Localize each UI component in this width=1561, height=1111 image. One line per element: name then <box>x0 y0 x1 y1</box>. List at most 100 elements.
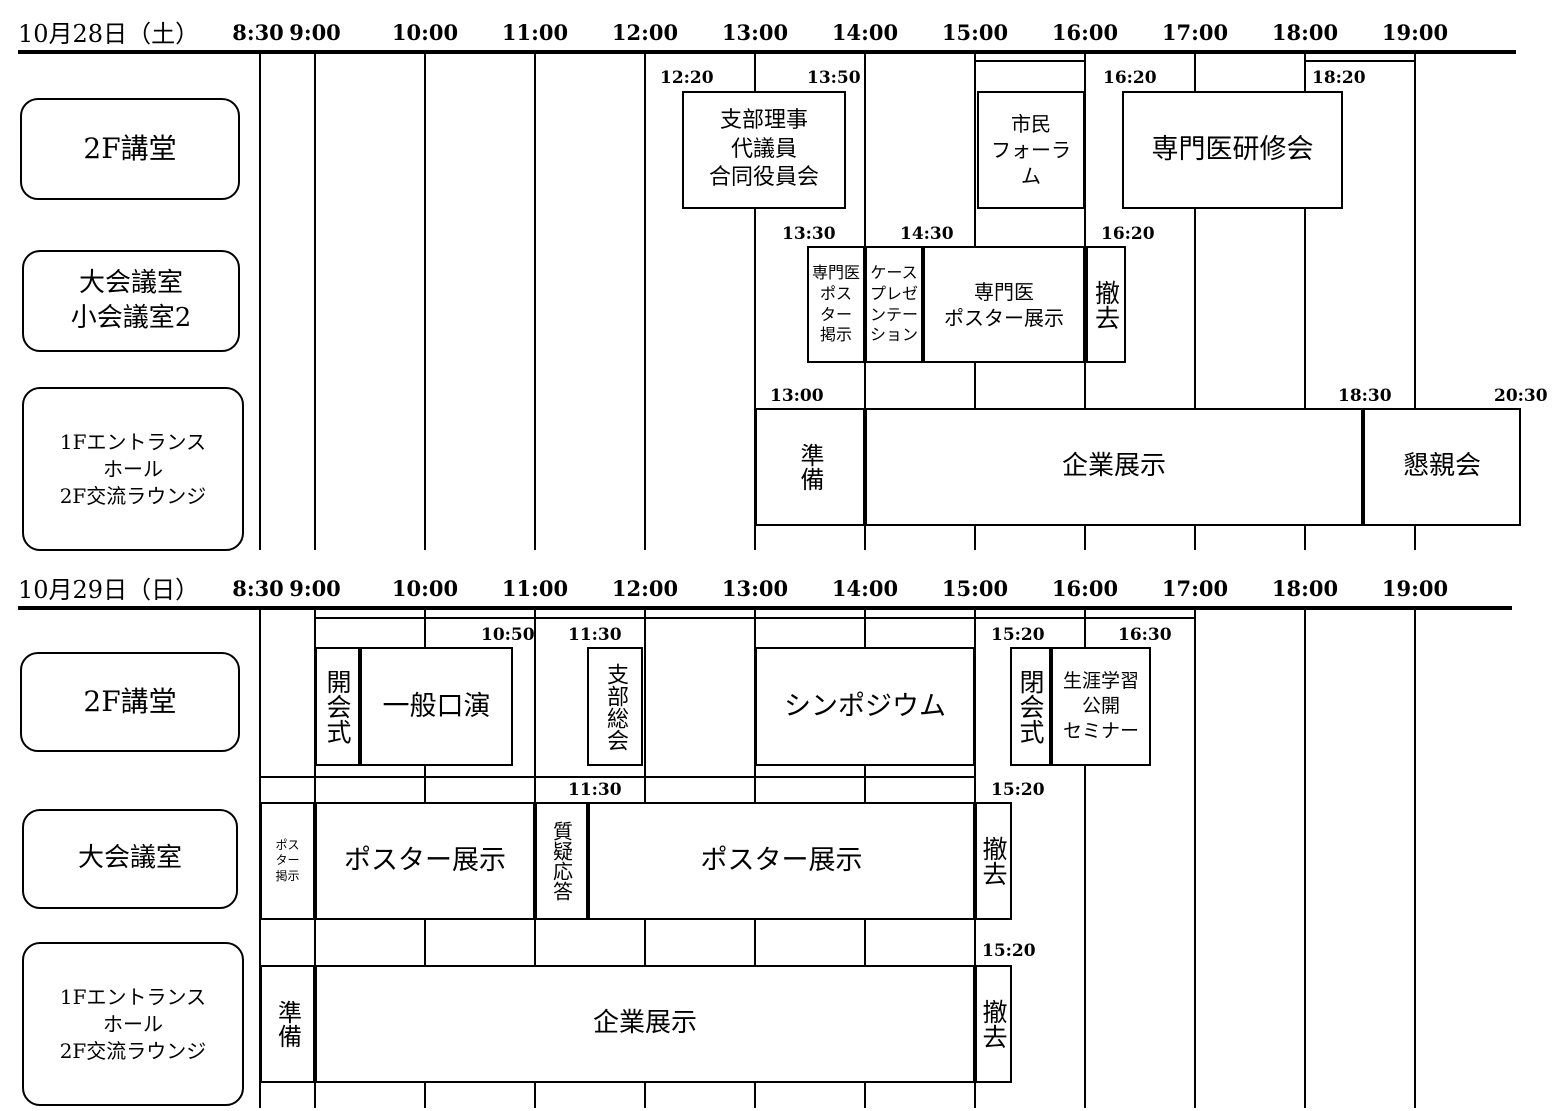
hour-gridline <box>1304 52 1306 550</box>
hour-tick-label: 19:00 <box>1381 576 1449 601</box>
hour-tick-label: 14:00 <box>831 576 899 601</box>
room-label-box: 大会議室 小会議室2 <box>22 250 240 352</box>
event-block: ポス ター 掲示 <box>260 802 315 920</box>
event-label: 市民 フォーラ ム <box>991 112 1071 188</box>
day-date-header: 10月28日（土） <box>18 20 200 48</box>
hour-gridline <box>1194 608 1196 1108</box>
room-name: 2F講堂 <box>83 132 177 166</box>
event-label: 準備 <box>273 1000 302 1048</box>
event-time-label: 11:30 <box>568 780 622 800</box>
event-block: ケース プレゼ ンテー ション <box>865 246 923 363</box>
event-block: 支部理事 代議員 合同役員会 <box>682 91 846 209</box>
event-block: 懇親会 <box>1363 408 1521 526</box>
event-time-label: 11:30 <box>568 625 622 645</box>
hour-gridline <box>259 52 261 550</box>
hour-tick-label: 19:00 <box>1381 20 1449 45</box>
event-label: シンポジウム <box>784 690 946 722</box>
event-block: 専門医 ポスター展示 <box>923 246 1085 363</box>
event-block: 撤去 <box>1086 246 1126 363</box>
event-time-label: 15:20 <box>991 625 1045 645</box>
grid-segment-line <box>1305 60 1415 62</box>
event-label: 懇親会 <box>1402 451 1481 482</box>
event-block: 閉会式 <box>1010 647 1051 766</box>
grid-segment-line <box>260 776 535 778</box>
event-label: 一般口演 <box>382 690 491 722</box>
hour-gridline <box>534 52 536 550</box>
timeline-header-rule <box>18 606 1512 610</box>
event-time-label: 15:20 <box>982 941 1036 961</box>
event-block: 市民 フォーラ ム <box>977 91 1085 209</box>
day-date-header: 10月29日（日） <box>18 576 200 604</box>
grid-segment-line <box>535 617 645 619</box>
hour-gridline <box>1414 52 1416 550</box>
event-time-label: 13:30 <box>782 224 836 244</box>
event-block: 生涯学習 公開 セミナー <box>1051 647 1151 766</box>
hour-gridline <box>644 52 646 550</box>
event-time-label: 13:50 <box>807 68 861 88</box>
hour-tick-label: 12:00 <box>611 576 679 601</box>
room-name: 2F講堂 <box>83 685 177 719</box>
event-block: 撤去 <box>975 965 1012 1083</box>
event-block: 撤去 <box>975 802 1012 920</box>
hour-gridline <box>1194 52 1196 550</box>
event-label: ポス ター 掲示 <box>275 837 300 883</box>
event-block: 準備 <box>260 965 315 1083</box>
hour-gridline <box>314 52 316 550</box>
hour-tick-label: 16:00 <box>1051 20 1119 45</box>
event-time-label: 20:30 <box>1494 386 1548 406</box>
hour-tick-label: 17:00 <box>1161 576 1229 601</box>
event-block: 一般口演 <box>360 647 513 766</box>
grid-segment-line <box>975 60 1085 62</box>
event-label: 支部理事 代議員 合同役員会 <box>708 108 819 191</box>
hour-tick-label: 8:30 <box>232 20 284 45</box>
event-block: ポスター展示 <box>315 802 535 920</box>
hour-gridline <box>1414 608 1416 1108</box>
room-label-box: 1Fエントランス ホール 2F交流ラウンジ <box>22 387 244 551</box>
event-label: 開会式 <box>323 669 352 744</box>
event-label: 準備 <box>796 443 824 491</box>
event-label: 撤去 <box>979 836 1008 886</box>
event-time-label: 14:30 <box>900 224 954 244</box>
grid-segment-line <box>535 776 975 778</box>
event-time-label: 10:50 <box>481 625 535 645</box>
event-time-label: 16:20 <box>1103 68 1157 88</box>
hour-tick-label: 15:00 <box>941 20 1009 45</box>
event-block: シンポジウム <box>755 647 975 766</box>
hour-tick-label: 10:00 <box>391 576 459 601</box>
hour-tick-label: 11:00 <box>501 20 569 45</box>
room-name: 1Fエントランス ホール 2F交流ラウンジ <box>59 984 207 1063</box>
event-block: ポスター展示 <box>588 802 975 920</box>
event-label: ポスター展示 <box>344 845 506 877</box>
hour-tick-label: 16:00 <box>1051 576 1119 601</box>
event-label: ポスター展示 <box>700 845 863 877</box>
event-block: 企業展示 <box>315 965 975 1083</box>
hour-gridline <box>754 52 756 550</box>
event-block: 準備 <box>755 408 865 526</box>
hour-tick-label: 15:00 <box>941 576 1009 601</box>
hour-tick-label: 13:00 <box>721 20 789 45</box>
grid-segment-line <box>975 617 1195 619</box>
hour-tick-label: 10:00 <box>391 20 459 45</box>
timeline-header-rule <box>18 50 1516 54</box>
hour-tick-label: 18:00 <box>1271 576 1339 601</box>
room-label-box: 2F講堂 <box>20 652 240 752</box>
room-name: 大会議室 <box>77 843 182 874</box>
grid-segment-line <box>645 617 975 619</box>
grid-segment-line <box>315 617 535 619</box>
hour-tick-label: 8:30 <box>232 576 284 601</box>
event-block: 専門医研修会 <box>1122 91 1343 209</box>
event-label: ケース プレゼ ンテー ション <box>869 262 918 345</box>
hour-tick-label: 17:00 <box>1161 20 1229 45</box>
event-time-label: 18:30 <box>1338 386 1392 406</box>
event-time-label: 16:30 <box>1118 625 1172 645</box>
event-label: 生涯学習 公開 セミナー <box>1062 670 1139 742</box>
hour-tick-label: 12:00 <box>611 20 679 45</box>
event-block: 質疑応答 <box>535 802 588 920</box>
hour-gridline <box>424 52 426 550</box>
event-label: 閉会式 <box>1016 669 1045 744</box>
event-time-label: 12:20 <box>660 68 714 88</box>
event-block: 専門医 ポス ター 掲示 <box>807 246 865 363</box>
hour-tick-label: 9:00 <box>289 576 341 601</box>
hour-gridline <box>1084 52 1086 550</box>
event-time-label: 16:20 <box>1101 224 1155 244</box>
